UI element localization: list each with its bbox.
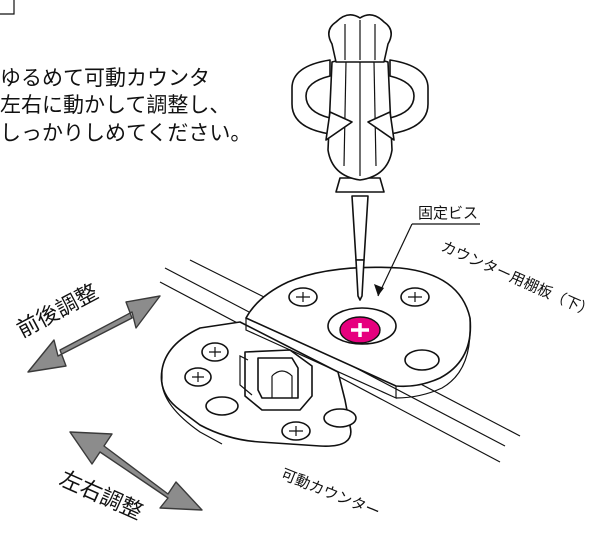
fixing-screw-label: 固定ビス: [418, 204, 478, 222]
fixing-screw-head: [339, 316, 381, 344]
instruction-line-3: しっかりしめてください。: [0, 121, 251, 145]
cross-screw-icon: [201, 342, 229, 362]
front-back-label: 前後調整: [13, 280, 102, 343]
cross-screw-icon: [184, 367, 212, 387]
slot-hole: [323, 408, 357, 428]
counter-shelf-plate: [245, 266, 472, 399]
cross-screw-icon: [288, 287, 318, 307]
instruction-text: ゆるめて可動カウンタ 左右に動かして調整し、 しっかりしめてください。: [0, 66, 251, 145]
instruction-line-2: 左右に動かして調整し、: [0, 93, 230, 117]
rotate-arrow-icon: [291, 59, 429, 141]
fixing-screw-callout: 固定ビス: [374, 204, 480, 297]
cross-screw-icon: [281, 421, 311, 441]
left-right-arrow-icon: [69, 431, 203, 511]
movable-counter-plate: [160, 321, 357, 447]
slot-hole: [404, 349, 440, 371]
slot-hole: [205, 396, 239, 416]
front-back-arrow-icon: [27, 295, 161, 373]
cross-screw-icon: [400, 287, 430, 307]
movable-counter-label: 可動カウンター: [279, 465, 383, 521]
screwdriver-icon: [327, 14, 393, 301]
frame-corner: [0, 0, 15, 15]
instruction-line-1: ゆるめて可動カウンタ: [0, 66, 210, 90]
left-right-label: 左右調整: [56, 467, 147, 526]
